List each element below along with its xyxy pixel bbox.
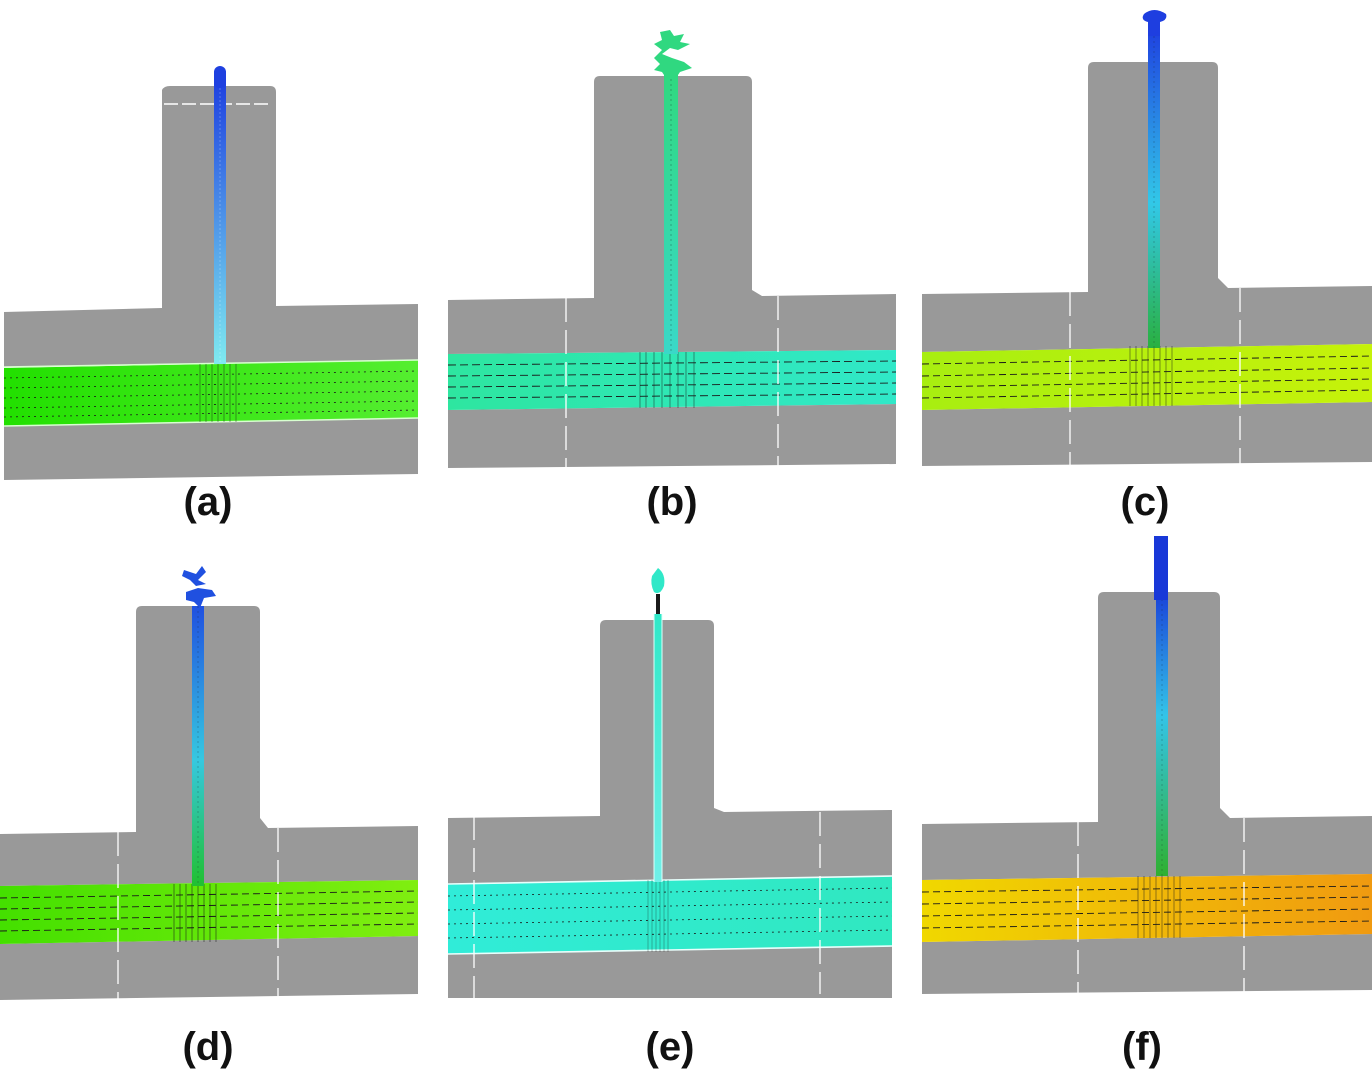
grid-lines [1069, 288, 1241, 466]
base-plate-top [0, 606, 418, 886]
strip-mesh [922, 355, 1372, 399]
nugget-mesh [173, 884, 217, 942]
grid-lines [473, 812, 821, 998]
base-plate-bottom [922, 402, 1372, 466]
nugget-mesh [199, 364, 237, 422]
panel-label-c: (c) [1120, 480, 1170, 524]
deposit-strip [4, 360, 418, 426]
panel-d [0, 562, 420, 1002]
deposit-strip [0, 880, 418, 944]
base-plate-bottom [4, 418, 418, 480]
base-plate-bottom [0, 936, 418, 1000]
tjoint-diagram [448, 30, 897, 468]
deposit-strip [922, 344, 1372, 410]
grid-lines [117, 828, 279, 1000]
strip-mesh [448, 887, 893, 939]
panel-a [4, 60, 424, 485]
wire-neck [656, 594, 660, 614]
deposit-strip [448, 350, 896, 410]
panel-b [448, 28, 898, 470]
wire [654, 614, 662, 882]
nugget-mesh [1137, 876, 1181, 938]
nugget-mesh [1129, 346, 1173, 406]
tjoint-diagram [4, 66, 419, 480]
panel-label-b: (b) [646, 480, 698, 524]
deposit-strip [922, 874, 1372, 942]
base-plate-bottom [448, 404, 896, 468]
panel-label-e: (e) [645, 1025, 695, 1069]
base-plate-bottom [448, 946, 892, 998]
panel-e [448, 562, 894, 1002]
strip-edge [4, 359, 419, 368]
panel-label-f: (f) [1122, 1025, 1162, 1069]
base-plate-top [4, 86, 418, 367]
panel-c [922, 6, 1372, 468]
panel-label-d: (d) [182, 1025, 234, 1069]
grid-lines [565, 296, 779, 468]
tjoint-diagram [922, 10, 1372, 466]
strip-edge [448, 945, 893, 955]
panel-f [922, 532, 1372, 998]
tjoint-diagram [922, 536, 1372, 994]
strip-edge [4, 417, 419, 427]
panel-label-a: (a) [183, 480, 233, 524]
wire-tip [214, 66, 226, 88]
strip-mesh [448, 360, 897, 399]
base-plate-bottom [922, 934, 1372, 994]
base-plate-top [922, 62, 1372, 352]
wire-tip [1142, 10, 1167, 36]
base-plate-top [448, 620, 892, 884]
wire-tip [1154, 536, 1168, 600]
deposit-strip [448, 876, 892, 954]
grid-lines [1077, 818, 1245, 994]
strip-mesh [922, 885, 1372, 929]
tjoint-diagram [0, 566, 419, 1000]
strip-mesh [0, 890, 419, 932]
wire-tip [182, 566, 216, 608]
wire-tip [651, 568, 665, 594]
tjoint-diagram [448, 568, 893, 998]
strip-edge [448, 875, 893, 885]
nugget-mesh [647, 880, 669, 952]
wire-tip [654, 30, 692, 78]
base-plate-top [922, 592, 1372, 880]
nugget-mesh [639, 352, 695, 408]
